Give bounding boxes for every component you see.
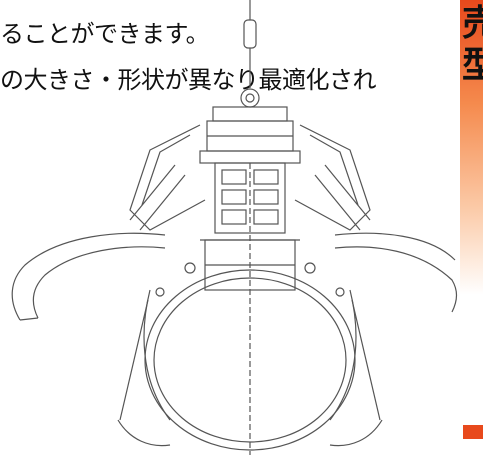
hydraulic-block	[214, 162, 286, 455]
inner-grapple-ring	[117, 269, 383, 451]
frame-crossbars	[200, 239, 300, 291]
corner-accent-mark	[463, 425, 483, 439]
rotator-housing	[199, 106, 301, 164]
text-line-2: の大きさ・形状が異なり最適化され	[0, 66, 377, 94]
side-accent-band	[460, 0, 483, 295]
side-heading-char-2: 型	[462, 45, 483, 86]
outer-right-jaw	[334, 232, 458, 313]
pivot-pins	[155, 262, 345, 297]
right-cylinder-assembly	[294, 124, 371, 231]
outer-left-jaw	[11, 232, 166, 321]
side-heading-char-1: 売	[462, 3, 483, 44]
hook-shackle	[240, 0, 260, 108]
left-cylinder-assembly	[129, 124, 206, 231]
text-line-1: ることができます。	[0, 20, 210, 48]
grapple-line-drawing	[11, 0, 458, 455]
